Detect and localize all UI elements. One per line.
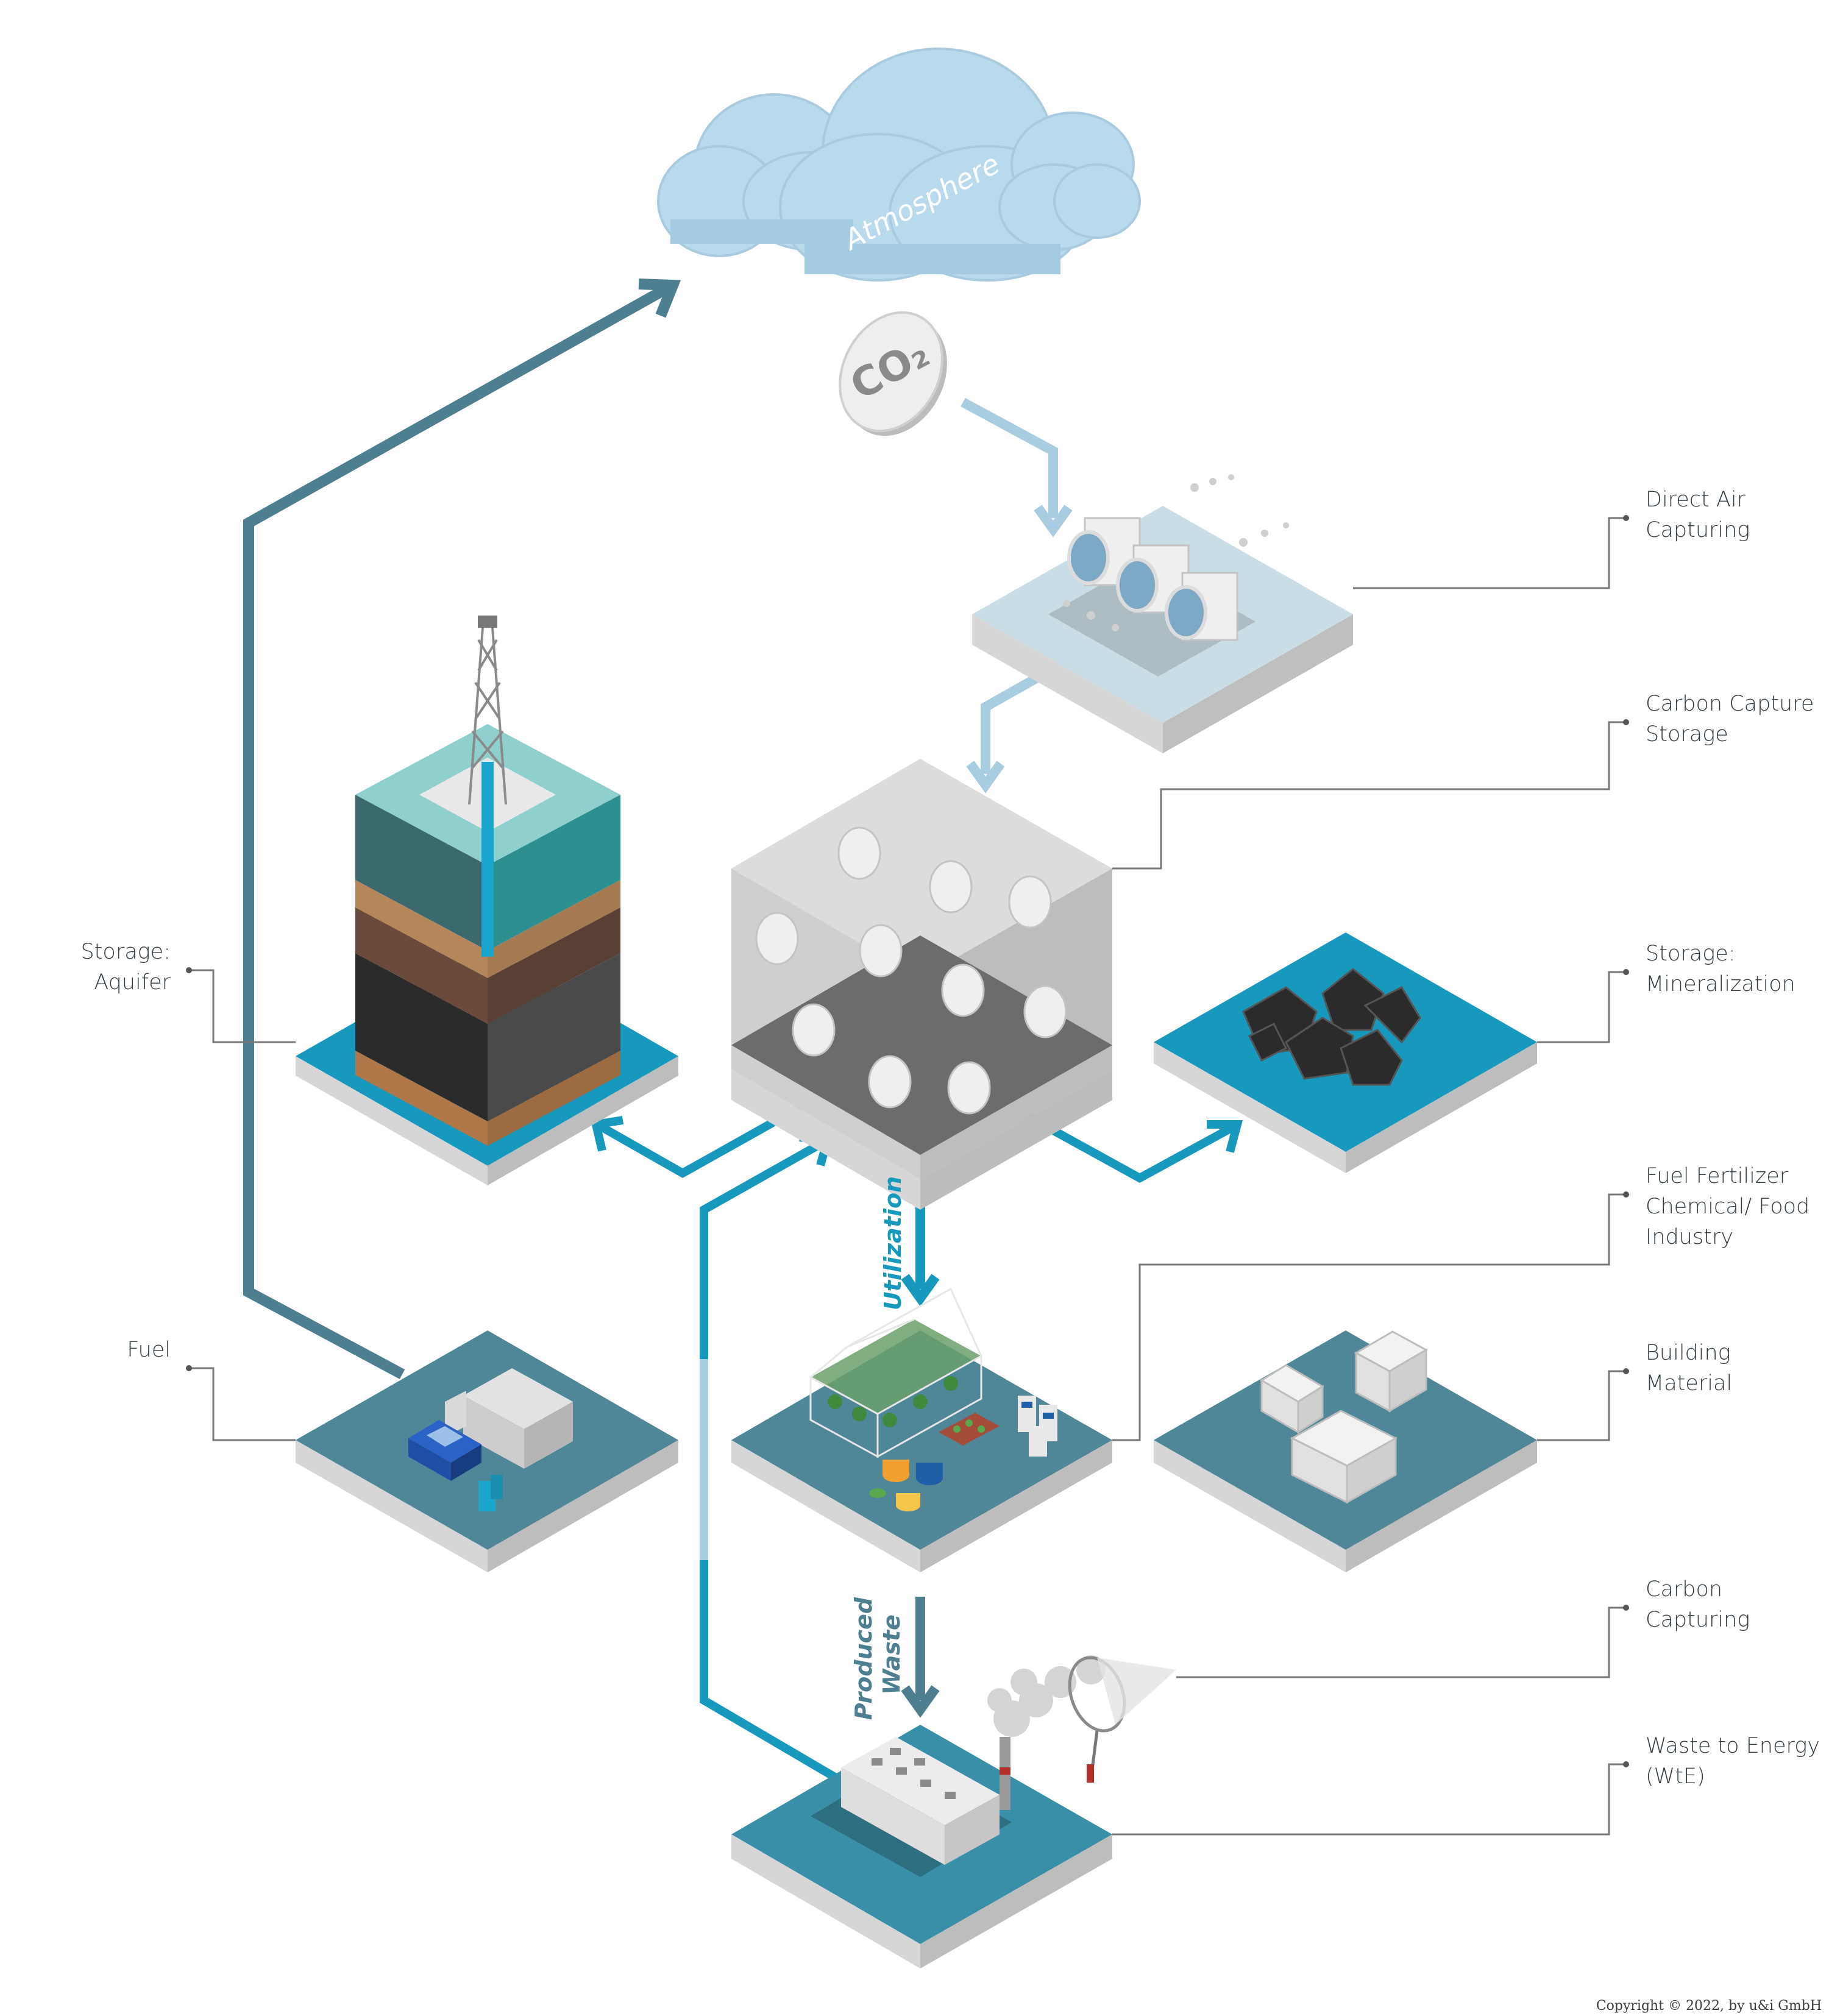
- produced-waste-line: Waste: [878, 1614, 905, 1695]
- leader-wte: [1112, 1763, 1626, 1836]
- arrow-co2-to-dac-head: [1034, 505, 1073, 538]
- label-waste-to-energy: Waste to Energy (WtE): [1646, 1734, 1820, 1789]
- produced-waste-label: Produced Waste: [850, 1589, 905, 1720]
- label-fuel: Fuel: [127, 1338, 171, 1362]
- label-direct-air-capturing: Direct Air Capturing: [1646, 488, 1750, 542]
- building-material-platform: [1154, 1330, 1537, 1572]
- arrow-ccs-to-mineralization-head: [1207, 1120, 1243, 1153]
- leader-carbon-capturing: [1176, 1606, 1626, 1678]
- arrow-fuel-to-atmosphere-head: [638, 279, 681, 318]
- leader-direct-air: [1353, 517, 1626, 589]
- arrow-ccs-to-aquifer-head: [591, 1116, 624, 1152]
- copyright: Copyright © 2022, by u&i GmbH: [1596, 1998, 1822, 2014]
- fuel-platform: [296, 1330, 678, 1572]
- label-storage-aquifer: Storage: Aquifer: [80, 940, 171, 995]
- carbon-capture-storage-cube: [731, 759, 1112, 1210]
- arrow-utilization-head: [901, 1274, 940, 1307]
- waste-to-energy-platform: [731, 1655, 1176, 1968]
- industry-platform: [731, 1287, 1112, 1572]
- arrow-dac-to-ccs-head: [966, 761, 1005, 793]
- label-carbon-capturing: Carbon Capturing: [1646, 1577, 1750, 1632]
- leader-fuel: [189, 1367, 296, 1441]
- leader-fuel-fertilizer: [1112, 1193, 1626, 1441]
- label-building-material: Building Material: [1646, 1341, 1733, 1396]
- co2-badge: CO₂: [839, 311, 947, 436]
- arrow-fuel-to-atmosphere: [243, 282, 673, 1379]
- arrow-produced-waste-head: [901, 1685, 940, 1718]
- arrow-ccs-to-aquifer: [598, 1099, 810, 1179]
- label-fuel-fertilizer: Fuel Fertilizer Chemical/ Food Industry: [1646, 1164, 1810, 1249]
- leader-aquifer: [189, 969, 296, 1043]
- leader-mineralization: [1537, 971, 1626, 1043]
- leader-lines: [189, 517, 1626, 1836]
- arrow-co2-to-dac: [961, 397, 1058, 518]
- mineralization-platform: [1154, 932, 1537, 1173]
- leader-building: [1537, 1370, 1626, 1441]
- direct-air-capture-platform: [972, 474, 1353, 753]
- arrow-ccs-to-mineralization: [1012, 1105, 1235, 1183]
- aquifer-storage-platform: [296, 616, 678, 1185]
- label-carbon-capture-storage: Carbon Capture Storage: [1646, 692, 1814, 747]
- utilization-label: Utilization: [879, 1176, 906, 1310]
- produced-waste-line: Produced: [850, 1597, 877, 1720]
- atmosphere-clouds: Atmosphere: [657, 48, 1141, 282]
- leader-ccs: [1112, 721, 1626, 870]
- label-storage-mineralization: Storage: Mineralization: [1646, 942, 1795, 996]
